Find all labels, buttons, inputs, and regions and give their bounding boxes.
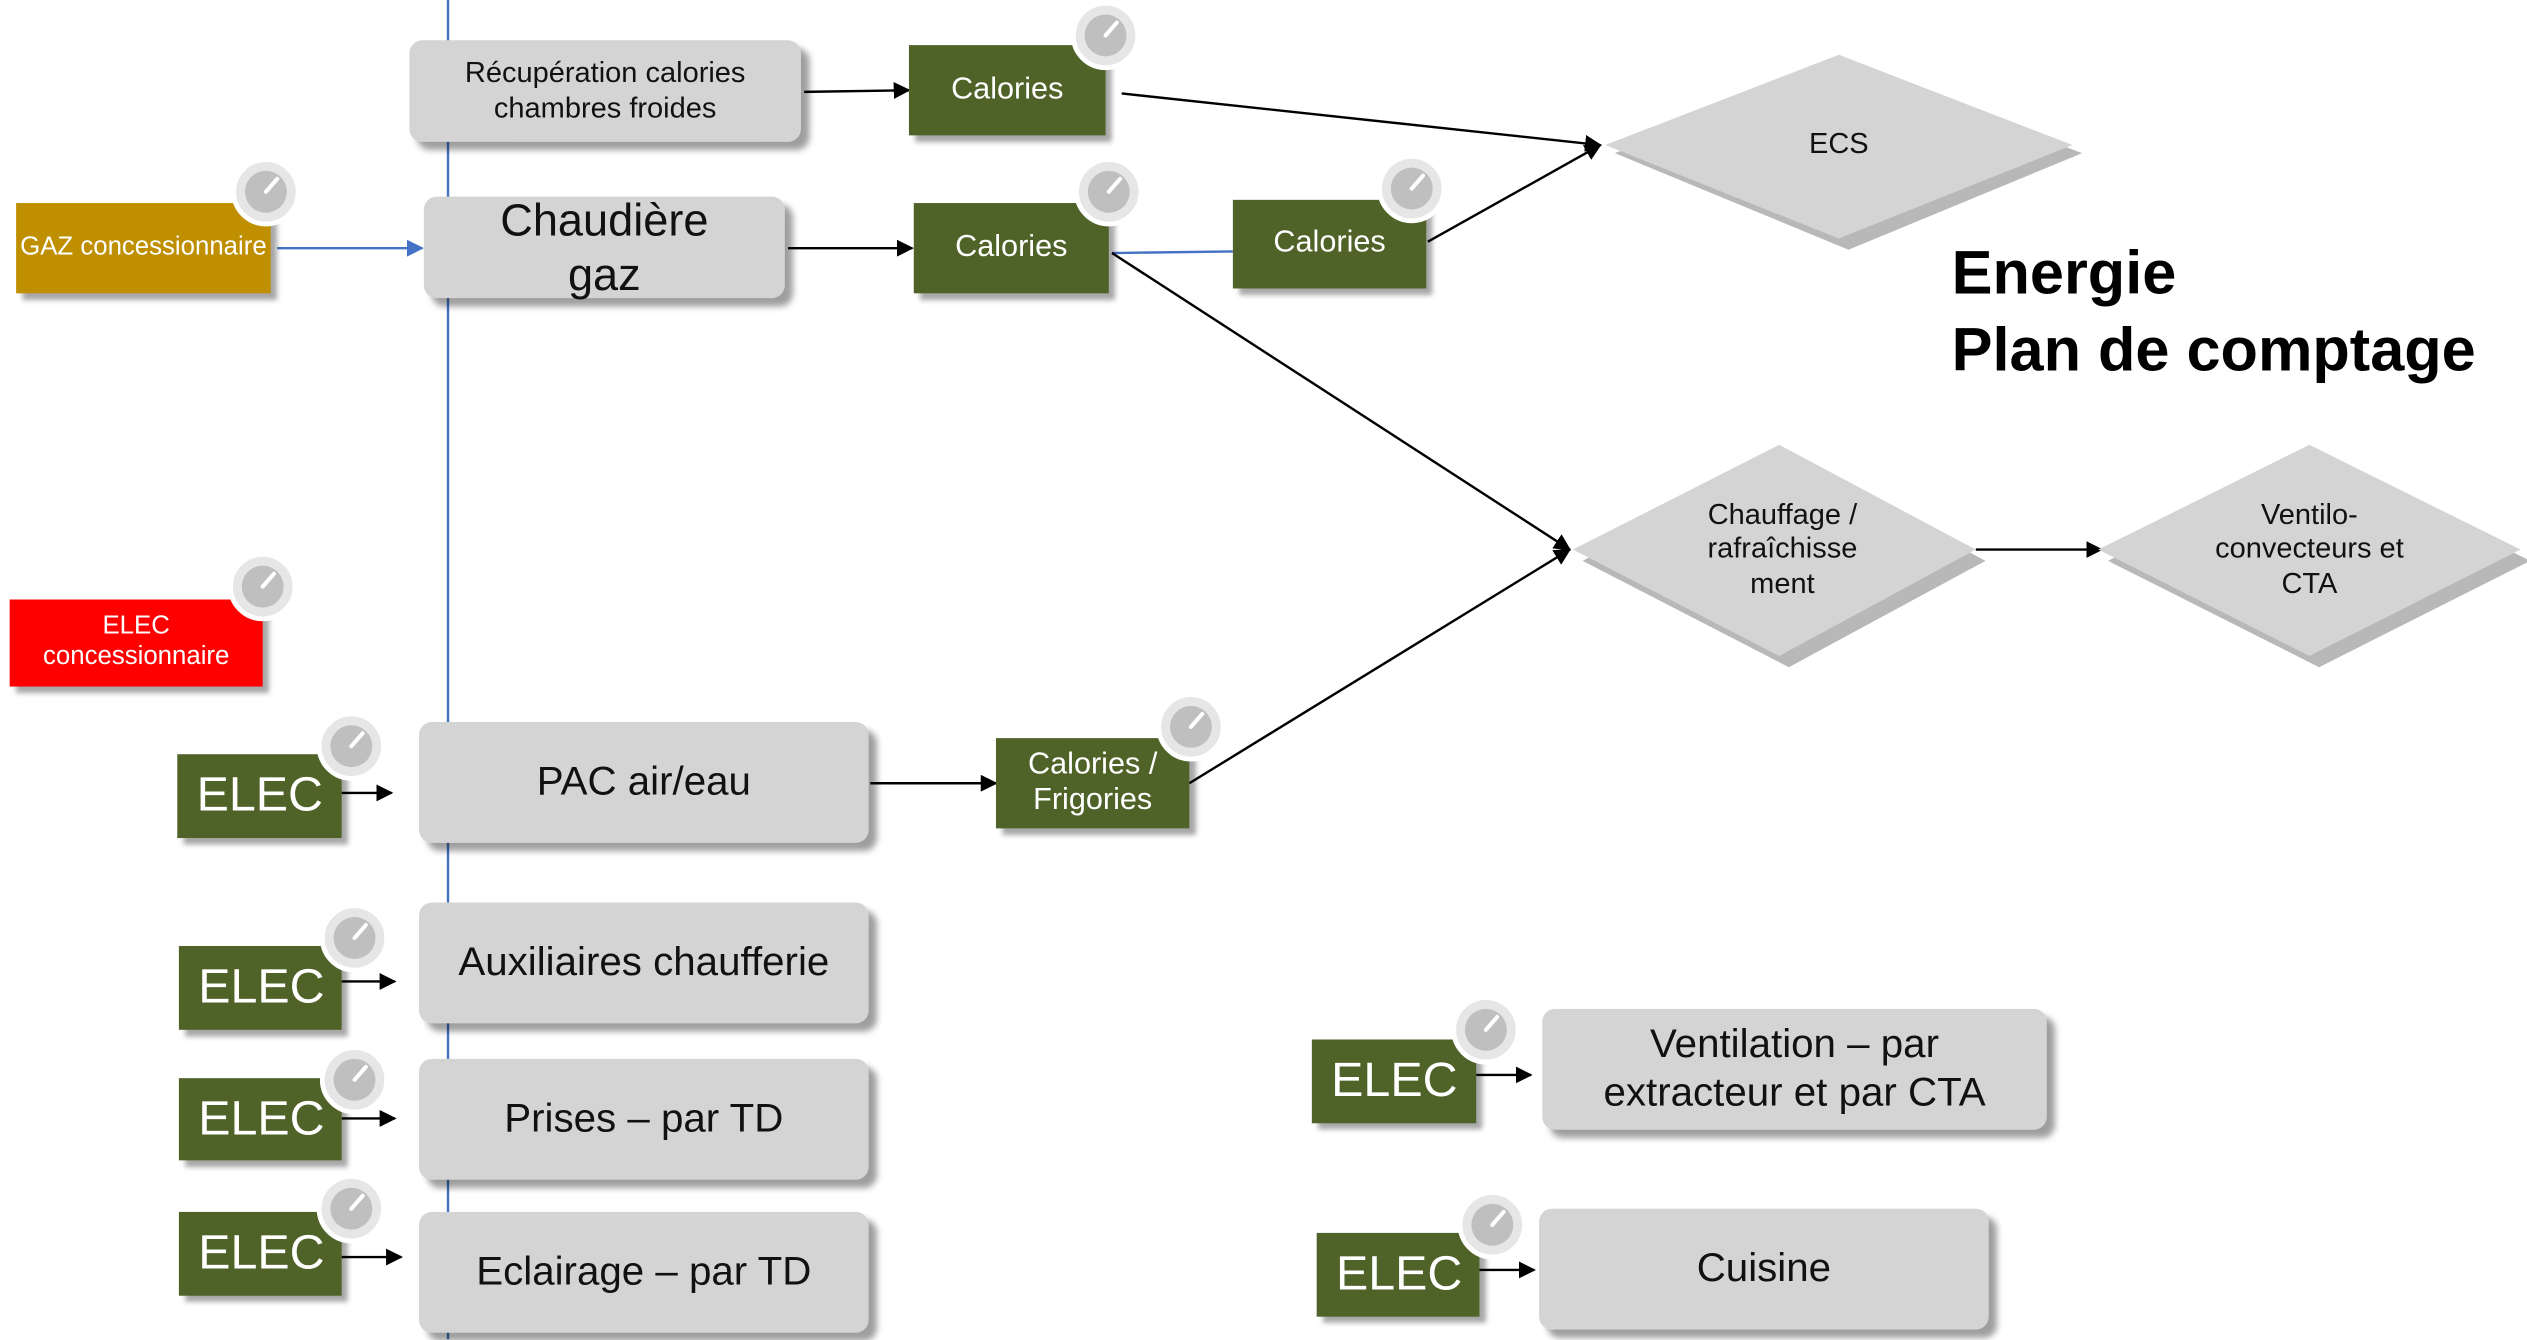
meter-gauge-icon: [316, 711, 386, 781]
diagram-title: Energie Plan de comptage: [1952, 235, 2476, 391]
use-ecs-label: ECS: [1808, 127, 1869, 160]
energy-calories-recup-label: Calories: [951, 72, 1064, 107]
energy-calories-chaudiere-label: Calories: [955, 230, 1068, 264]
arrow-calories-to-ecs: [1121, 92, 1603, 152]
meter-gauge-icon: [316, 1174, 386, 1244]
gaz-concessionnaire-box: GAZ concessionnaire: [16, 203, 271, 294]
process-chaudiere-label: Chaudière gaz: [500, 195, 709, 299]
meter-gauge-icon: [1457, 1190, 1527, 1260]
energy-calories-recup: Calories: [908, 45, 1106, 136]
meter-gauge-icon: [1070, 0, 1141, 71]
elec-box-ventilation: ELEC: [1311, 1039, 1477, 1124]
arrow-calories3-to-ecs: [1427, 143, 1602, 243]
meter-gauge-icon: [1156, 692, 1226, 762]
title-line-2: Plan de comptage: [1951, 317, 2476, 386]
process-auxiliaires-label: Auxiliaires chaufferie: [458, 939, 830, 985]
elec-concessionnaire-label: ELEC concessionnaire: [43, 612, 230, 671]
elec-box-pac: ELEC: [177, 754, 342, 839]
meter-gauge-icon: [228, 551, 298, 622]
process-eclairage-label: Eclairage – par TD: [476, 1248, 812, 1294]
elec-box-pac-label: ELEC: [196, 769, 323, 823]
process-chaudiere: Chaudière gaz: [423, 195, 785, 299]
elec-box-prises: ELEC: [178, 1078, 342, 1161]
meter-gauge-icon: [231, 157, 301, 227]
energy-calories-third-label: Calories: [1273, 226, 1386, 260]
use-chauffage-label: Chauffage / rafraîchisse ment: [1707, 497, 1858, 600]
diamond-ecs: [1605, 54, 2073, 239]
elec-concessionnaire-box: ELEC concessionnaire: [9, 599, 263, 687]
process-ventilation-label: Ventilation – par extracteur et par CTA: [1603, 1021, 1986, 1115]
diamond-chauffage: [1572, 444, 1976, 656]
arrow-frigories-to-chauffage: [1188, 548, 1572, 785]
energy-calories-frigories-label: Calories / Frigories: [1027, 747, 1158, 818]
elec-box-ventilation-label: ELEC: [1331, 1054, 1458, 1108]
process-pac: PAC air/eau: [419, 721, 869, 843]
meter-gauge-icon: [1377, 153, 1447, 224]
meter-gauge-icon: [1074, 157, 1144, 227]
meter-gauge-icon: [319, 1045, 390, 1115]
use-ventilo: Ventilo-convecteurs et CTA: [2206, 480, 2412, 619]
use-ecs: ECS: [1678, 100, 2000, 190]
process-cuisine: Cuisine: [1539, 1208, 1989, 1330]
process-ventilation: Ventilation – par extracteur et par CTA: [1542, 1008, 2047, 1130]
use-ventilo-label: Ventilo-convecteurs et CTA: [2215, 497, 2404, 600]
process-pac-label: PAC air/eau: [536, 758, 751, 804]
elec-box-cuisine-label: ELEC: [1336, 1247, 1463, 1302]
process-recuperation-label: Récupération calories chambres froides: [464, 56, 746, 124]
arrow-calories-to-chauffage: [1111, 252, 1572, 551]
elec-box-eclairage-label: ELEC: [198, 1226, 325, 1281]
process-prises: Prises – par TD: [419, 1058, 869, 1180]
process-recuperation: Récupération calories chambres froides: [409, 40, 801, 142]
use-chauffage: Chauffage / rafraîchisse ment: [1686, 480, 1879, 619]
process-auxiliaires: Auxiliaires chaufferie: [419, 902, 869, 1024]
elec-box-auxiliaires-label: ELEC: [198, 960, 325, 1015]
elec-box-eclairage: ELEC: [178, 1211, 342, 1296]
title-line-1: Energie: [1951, 240, 2177, 308]
process-prises-label: Prises – par TD: [504, 1095, 784, 1141]
diamond-ventilo: [2098, 444, 2521, 656]
process-eclairage: Eclairage – par TD: [419, 1211, 869, 1333]
meter-gauge-icon: [319, 903, 390, 973]
gaz-concessionnaire-label: GAZ concessionnaire: [20, 232, 267, 261]
elec-box-cuisine: ELEC: [1316, 1232, 1480, 1317]
energy-calories-frigories: Calories / Frigories: [995, 738, 1190, 829]
meter-gauge-icon: [1451, 995, 1521, 1065]
energy-calories-chaudiere: Calories: [913, 203, 1109, 294]
elec-box-auxiliaires: ELEC: [178, 946, 342, 1030]
link-calories-to-calories: [1111, 250, 1233, 255]
elec-box-prises-label: ELEC: [198, 1092, 325, 1146]
arrow-recup-to-calories: [804, 82, 911, 99]
process-cuisine-label: Cuisine: [1696, 1245, 1832, 1291]
